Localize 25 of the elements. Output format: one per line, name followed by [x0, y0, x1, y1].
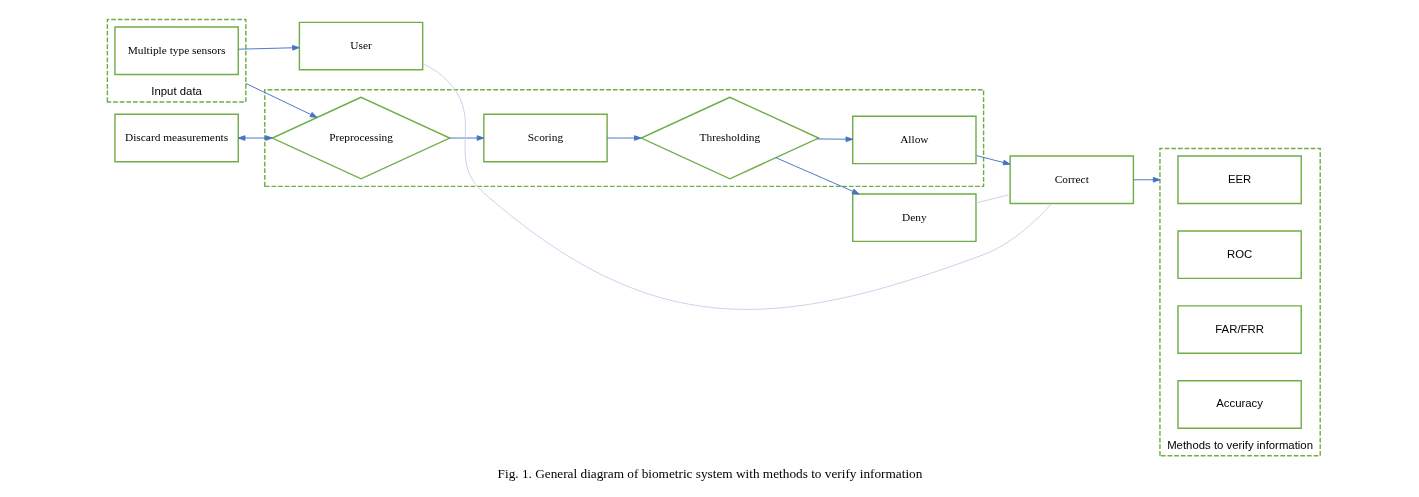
- arrow: [1132, 176, 1160, 183]
- node-box: FAR/FRR: [1176, 305, 1302, 354]
- arrow: [815, 136, 853, 143]
- caption: Fig. 1. General diagram of biometric system with methods to verify information: [497, 465, 922, 481]
- connector: [422, 63, 1052, 310]
- arrow: [775, 157, 860, 195]
- arrow: [975, 155, 1010, 166]
- node-box: ROC: [1176, 230, 1302, 280]
- node-box: User: [298, 21, 423, 71]
- node-diamond: Thresholding: [639, 96, 820, 180]
- node-box: Correct: [1008, 155, 1134, 205]
- node-box: Allow: [851, 115, 977, 165]
- arrow: [448, 135, 484, 141]
- node-box: Deny: [851, 193, 977, 243]
- arrow: [237, 135, 273, 141]
- node-box: Accuracy: [1176, 380, 1302, 429]
- connector: [975, 194, 1010, 204]
- node-box: Scoring: [482, 113, 608, 163]
- node-box: Multiple type sensors: [113, 26, 239, 76]
- node-diamond: Preprocessing: [270, 96, 451, 180]
- node-box: EER: [1176, 155, 1302, 205]
- arrow: [244, 82, 317, 118]
- arrow: [606, 135, 642, 141]
- arrow: [237, 45, 300, 51]
- node-box: Discard measurements: [113, 113, 239, 163]
